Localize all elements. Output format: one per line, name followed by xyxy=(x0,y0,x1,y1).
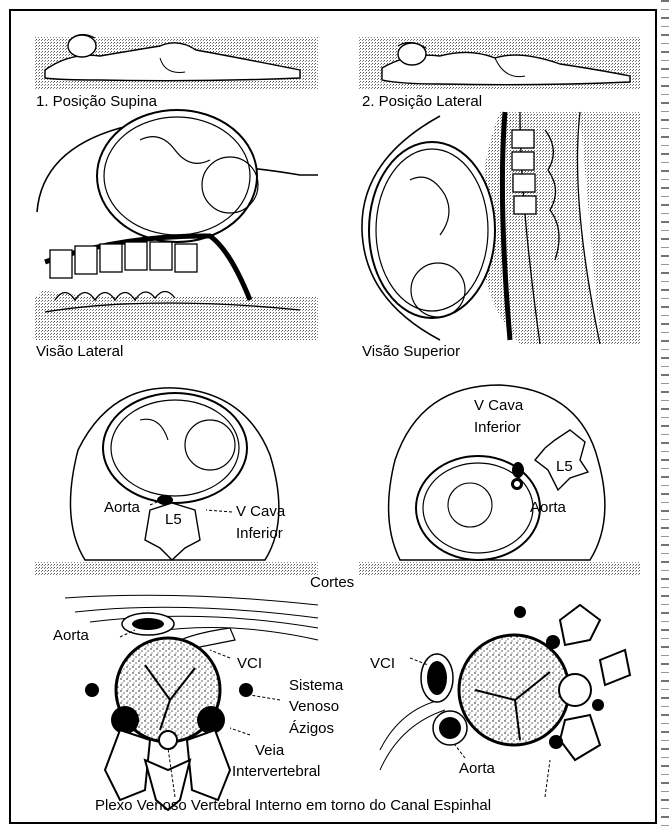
supine-figure xyxy=(35,34,318,89)
vert-right-aorta-label: Aorta xyxy=(459,760,495,777)
vert-left-vci-label: VCI xyxy=(237,655,262,672)
vert-left-venoso-label: Venoso xyxy=(289,698,339,715)
cs-right-aorta-label: Aorta xyxy=(530,499,566,516)
vert-right-vci-label: VCI xyxy=(370,655,395,672)
supine-position-title: 1. Posição Supina xyxy=(36,93,157,110)
vert-left-intervertebral-label: Intervertebral xyxy=(232,763,320,780)
lateral-view-drawing xyxy=(35,110,318,340)
cs-right-inferior-label: Inferior xyxy=(474,419,521,436)
lateral-position-title: 2. Posição Lateral xyxy=(362,93,482,110)
vert-left-azigos-label: Ázigos xyxy=(289,720,334,737)
superior-view-drawing xyxy=(358,112,641,344)
vertebra-right xyxy=(380,605,630,770)
cortes-caption: Cortes xyxy=(310,574,354,591)
lateral-figure xyxy=(358,37,641,89)
cross-section-left xyxy=(35,388,318,576)
plexus-caption: Plexo Venoso Vertebral Interno em torno … xyxy=(95,797,491,814)
cs-right-l5-label: L5 xyxy=(556,458,573,475)
cs-left-aorta-label: Aorta xyxy=(104,499,140,516)
vert-left-aorta-label: Aorta xyxy=(53,627,89,644)
cs-left-inferior-label: Inferior xyxy=(236,525,283,542)
lateral-view-label: Visão Lateral xyxy=(36,343,123,360)
cs-right-vcava-label: V Cava xyxy=(474,397,523,414)
vert-left-veia-label: Veia xyxy=(255,742,284,759)
vert-left-sistema-label: Sistema xyxy=(289,677,343,694)
cs-left-vcava-label: V Cava xyxy=(236,503,285,520)
cs-left-l5-label: L5 xyxy=(165,511,182,528)
superior-view-label: Visão Superior xyxy=(362,343,460,360)
